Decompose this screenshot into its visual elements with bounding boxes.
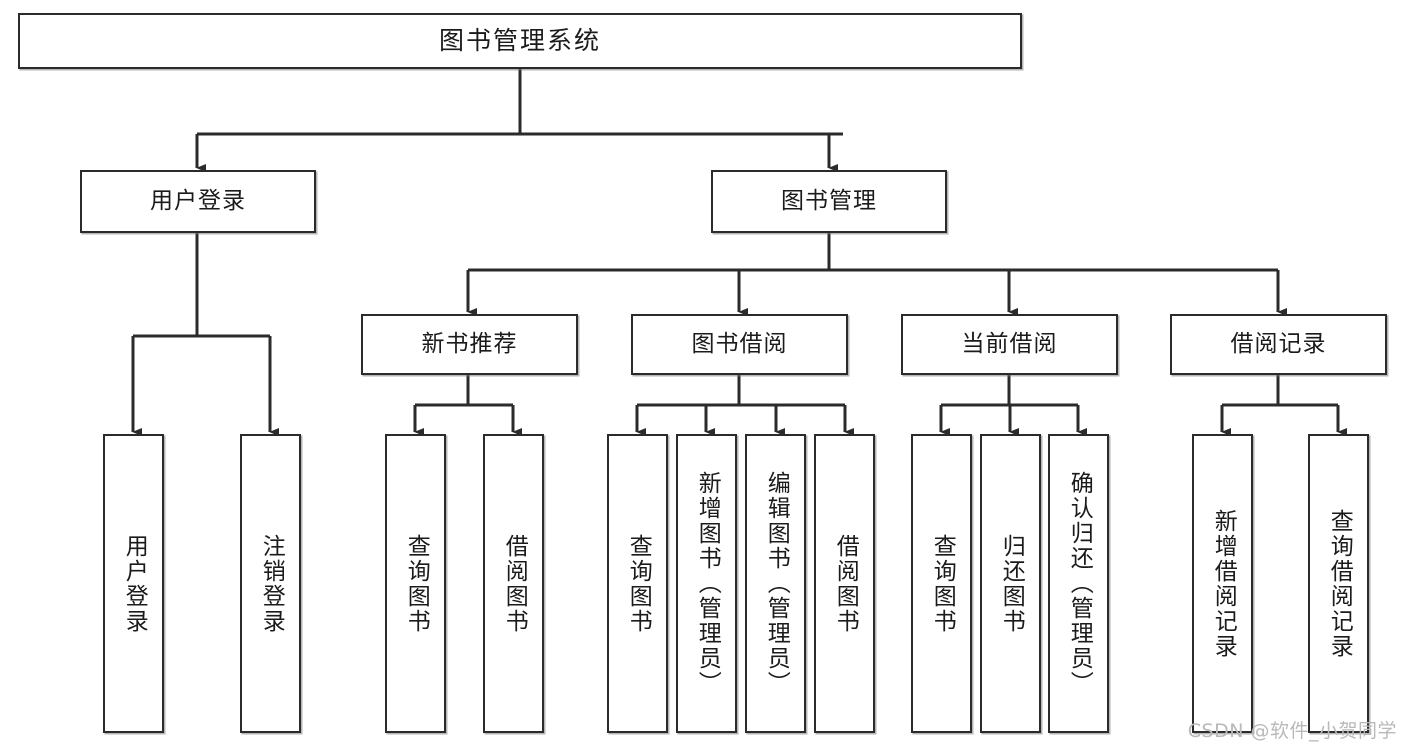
node-leaf-query-book-current[interactable]: 查询图书 — [911, 434, 972, 733]
node-leaf-user-login-label: 用户登录 — [121, 533, 148, 634]
node-leaf-query-book-newbook-label: 查询图书 — [403, 533, 430, 634]
node-book-borrow[interactable]: 图书借阅 — [631, 314, 848, 375]
node-leaf-add-book[interactable]: 新增图书（管理员） — [676, 434, 737, 733]
node-book-borrow-label: 图书借阅 — [691, 331, 788, 358]
node-leaf-query-borrow-record[interactable]: 查询借阅记录 — [1308, 434, 1369, 733]
node-leaf-confirm-return[interactable]: 确认归还（管理员） — [1048, 434, 1109, 733]
node-user-login[interactable]: 用户登录 — [80, 170, 316, 233]
node-book-manage[interactable]: 图书管理 — [711, 170, 947, 233]
node-leaf-query-borrow-record-label: 查询借阅记录 — [1326, 508, 1353, 659]
csdn-watermark: CSDN @软件_小贺同学 — [1187, 720, 1397, 742]
node-leaf-query-book-borrow-label: 查询图书 — [625, 533, 652, 634]
node-leaf-logout[interactable]: 注销登录 — [240, 434, 301, 733]
node-leaf-borrow-book-borrow-label: 借阅图书 — [832, 533, 859, 634]
node-leaf-edit-book-label: 编辑图书（管理员） — [763, 471, 790, 696]
node-root-system[interactable]: 图书管理系统 — [18, 13, 1022, 69]
node-leaf-confirm-return-label: 确认归还（管理员） — [1066, 471, 1093, 696]
node-new-book-recommend[interactable]: 新书推荐 — [361, 314, 578, 375]
node-borrow-record-label: 借阅记录 — [1230, 331, 1327, 358]
node-leaf-add-borrow-record[interactable]: 新增借阅记录 — [1192, 434, 1253, 733]
node-current-borrow[interactable]: 当前借阅 — [901, 314, 1118, 375]
node-current-borrow-label: 当前借阅 — [961, 331, 1058, 358]
node-leaf-return-book-label: 归还图书 — [998, 533, 1025, 634]
node-leaf-query-book-current-label: 查询图书 — [929, 533, 956, 634]
node-leaf-borrow-book-borrow[interactable]: 借阅图书 — [814, 434, 875, 733]
node-new-book-recommend-label: 新书推荐 — [421, 331, 518, 358]
node-book-manage-label: 图书管理 — [781, 188, 877, 215]
node-user-login-label: 用户登录 — [150, 188, 246, 215]
node-leaf-borrow-book-newbook-label: 借阅图书 — [501, 533, 528, 634]
node-leaf-add-borrow-record-label: 新增借阅记录 — [1210, 508, 1237, 659]
node-leaf-logout-label: 注销登录 — [258, 533, 285, 634]
node-root-system-label: 图书管理系统 — [438, 25, 601, 55]
node-leaf-user-login[interactable]: 用户登录 — [103, 434, 164, 733]
node-leaf-edit-book[interactable]: 编辑图书（管理员） — [745, 434, 806, 733]
node-borrow-record[interactable]: 借阅记录 — [1170, 314, 1387, 375]
node-leaf-query-book-newbook[interactable]: 查询图书 — [385, 434, 446, 733]
node-leaf-borrow-book-newbook[interactable]: 借阅图书 — [483, 434, 544, 733]
node-leaf-return-book[interactable]: 归还图书 — [980, 434, 1041, 733]
node-leaf-add-book-label: 新增图书（管理员） — [694, 471, 721, 696]
node-leaf-query-book-borrow[interactable]: 查询图书 — [607, 434, 668, 733]
